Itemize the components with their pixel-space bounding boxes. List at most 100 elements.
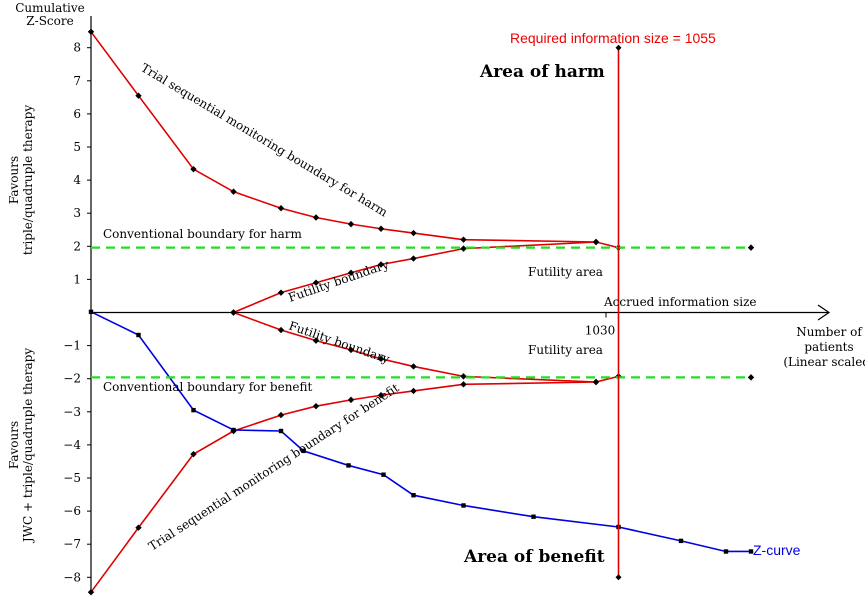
series-line bbox=[90, 31, 619, 249]
data-point bbox=[592, 238, 600, 246]
y-label-bottom: JWC + triple/quadruple therapy bbox=[21, 348, 35, 544]
data-point bbox=[277, 205, 285, 212]
data-point bbox=[277, 289, 285, 296]
data-point bbox=[531, 514, 536, 519]
y-tick-label: 7 bbox=[73, 74, 81, 88]
accrued-information-size-label: Accrued information size bbox=[603, 295, 757, 309]
y-label-top: triple/quadruple therapy bbox=[21, 105, 35, 255]
series-2 bbox=[230, 309, 600, 386]
area-of-benefit-label: Area of benefit bbox=[463, 547, 605, 567]
data-point bbox=[747, 374, 755, 381]
y-label-bottom: Favours bbox=[7, 421, 21, 469]
series-layer bbox=[87, 28, 755, 596]
y-axis-title: Cumulative bbox=[15, 1, 85, 15]
z-curve-label: Z-curve bbox=[753, 542, 801, 558]
data-point bbox=[312, 337, 320, 344]
data-point bbox=[678, 538, 684, 544]
y-tick-label: 5 bbox=[73, 140, 81, 154]
data-point bbox=[278, 428, 284, 434]
data-point bbox=[230, 188, 237, 195]
data-point bbox=[460, 245, 467, 252]
data-point bbox=[377, 225, 385, 232]
y-tick-label: −3 bbox=[63, 405, 81, 419]
y-tick-label: 1 bbox=[73, 272, 81, 286]
x-axis-arrow bbox=[817, 304, 831, 321]
data-point bbox=[347, 220, 355, 228]
y-axis-title: Z-Score bbox=[26, 14, 73, 28]
data-point bbox=[411, 493, 416, 498]
data-point bbox=[723, 549, 729, 554]
y-tick-label: −6 bbox=[63, 504, 81, 518]
conventional-benefit-label: Conventional boundary for benefit bbox=[103, 380, 313, 394]
x-axis-title: (Linear scaled) bbox=[783, 355, 865, 369]
data-point bbox=[410, 255, 417, 262]
x-tick-label: 1030 bbox=[585, 324, 616, 338]
data-point bbox=[377, 355, 385, 363]
data-point bbox=[312, 214, 320, 221]
data-point bbox=[312, 402, 320, 410]
x-axis-title: Number of bbox=[796, 325, 863, 339]
series-3 bbox=[87, 373, 622, 596]
axes: 8 7 6 5 4 3 2 1 −1 −2 −3 −4 −5 −6 −7 −8 1030 bbox=[63, 16, 831, 591]
series-line bbox=[233, 311, 597, 383]
ris-end-point bbox=[615, 574, 622, 581]
y-tick-label: −7 bbox=[63, 537, 81, 551]
data-point bbox=[277, 411, 285, 419]
y-tick-label: 3 bbox=[73, 206, 81, 220]
data-point bbox=[592, 378, 600, 386]
data-point bbox=[346, 463, 351, 468]
y-tick-label: 4 bbox=[73, 173, 81, 187]
x-axis-title: patients bbox=[804, 340, 853, 354]
data-point bbox=[460, 381, 467, 388]
y-label-top: Favours bbox=[7, 156, 21, 204]
y-tick-label: −4 bbox=[63, 438, 81, 452]
data-point bbox=[190, 450, 197, 458]
data-point bbox=[87, 588, 95, 596]
series-line bbox=[90, 375, 619, 593]
data-point bbox=[461, 503, 466, 508]
conventional-harm-label: Conventional boundary for harm bbox=[103, 227, 303, 241]
data-point bbox=[377, 392, 385, 399]
futility-area-upper-label: Futility area bbox=[528, 265, 603, 279]
ris-end-point bbox=[615, 44, 622, 51]
futility-boundary-upper-label: Futility boundary bbox=[286, 257, 391, 305]
y-tick-label: −2 bbox=[63, 372, 81, 386]
data-point bbox=[747, 244, 755, 251]
y-tick-label: −1 bbox=[63, 339, 81, 353]
data-point bbox=[301, 448, 306, 454]
futility-boundary-lower-label: Futility boundary bbox=[287, 319, 392, 367]
series-1 bbox=[230, 238, 600, 316]
futility-area-lower-label: Futility area bbox=[528, 343, 603, 357]
data-point bbox=[381, 472, 386, 477]
series-5 bbox=[91, 244, 755, 251]
series-line bbox=[233, 241, 597, 314]
data-point bbox=[135, 524, 142, 531]
data-point bbox=[88, 309, 94, 315]
data-point bbox=[460, 236, 467, 243]
data-point bbox=[231, 427, 236, 433]
y-tick-label: 2 bbox=[73, 239, 81, 253]
data-point bbox=[410, 387, 417, 395]
data-point bbox=[347, 396, 355, 404]
data-point bbox=[347, 346, 355, 354]
data-point bbox=[410, 363, 417, 370]
y-tick-label: −8 bbox=[63, 570, 81, 584]
y-tick-label: −5 bbox=[63, 471, 81, 485]
harm-boundary-label: Trial sequential monitoring boundary for… bbox=[138, 61, 390, 220]
data-point bbox=[135, 92, 142, 99]
y-tick-label: 6 bbox=[73, 107, 81, 121]
data-point bbox=[748, 549, 754, 554]
data-point bbox=[277, 326, 285, 334]
data-point bbox=[87, 28, 95, 36]
data-point bbox=[347, 269, 355, 276]
series-6 bbox=[91, 374, 755, 381]
data-point bbox=[190, 165, 197, 173]
data-point bbox=[410, 229, 417, 237]
area-of-harm-label: Area of harm bbox=[479, 62, 605, 82]
y-tick-label: 8 bbox=[73, 41, 81, 55]
data-point bbox=[460, 373, 467, 380]
